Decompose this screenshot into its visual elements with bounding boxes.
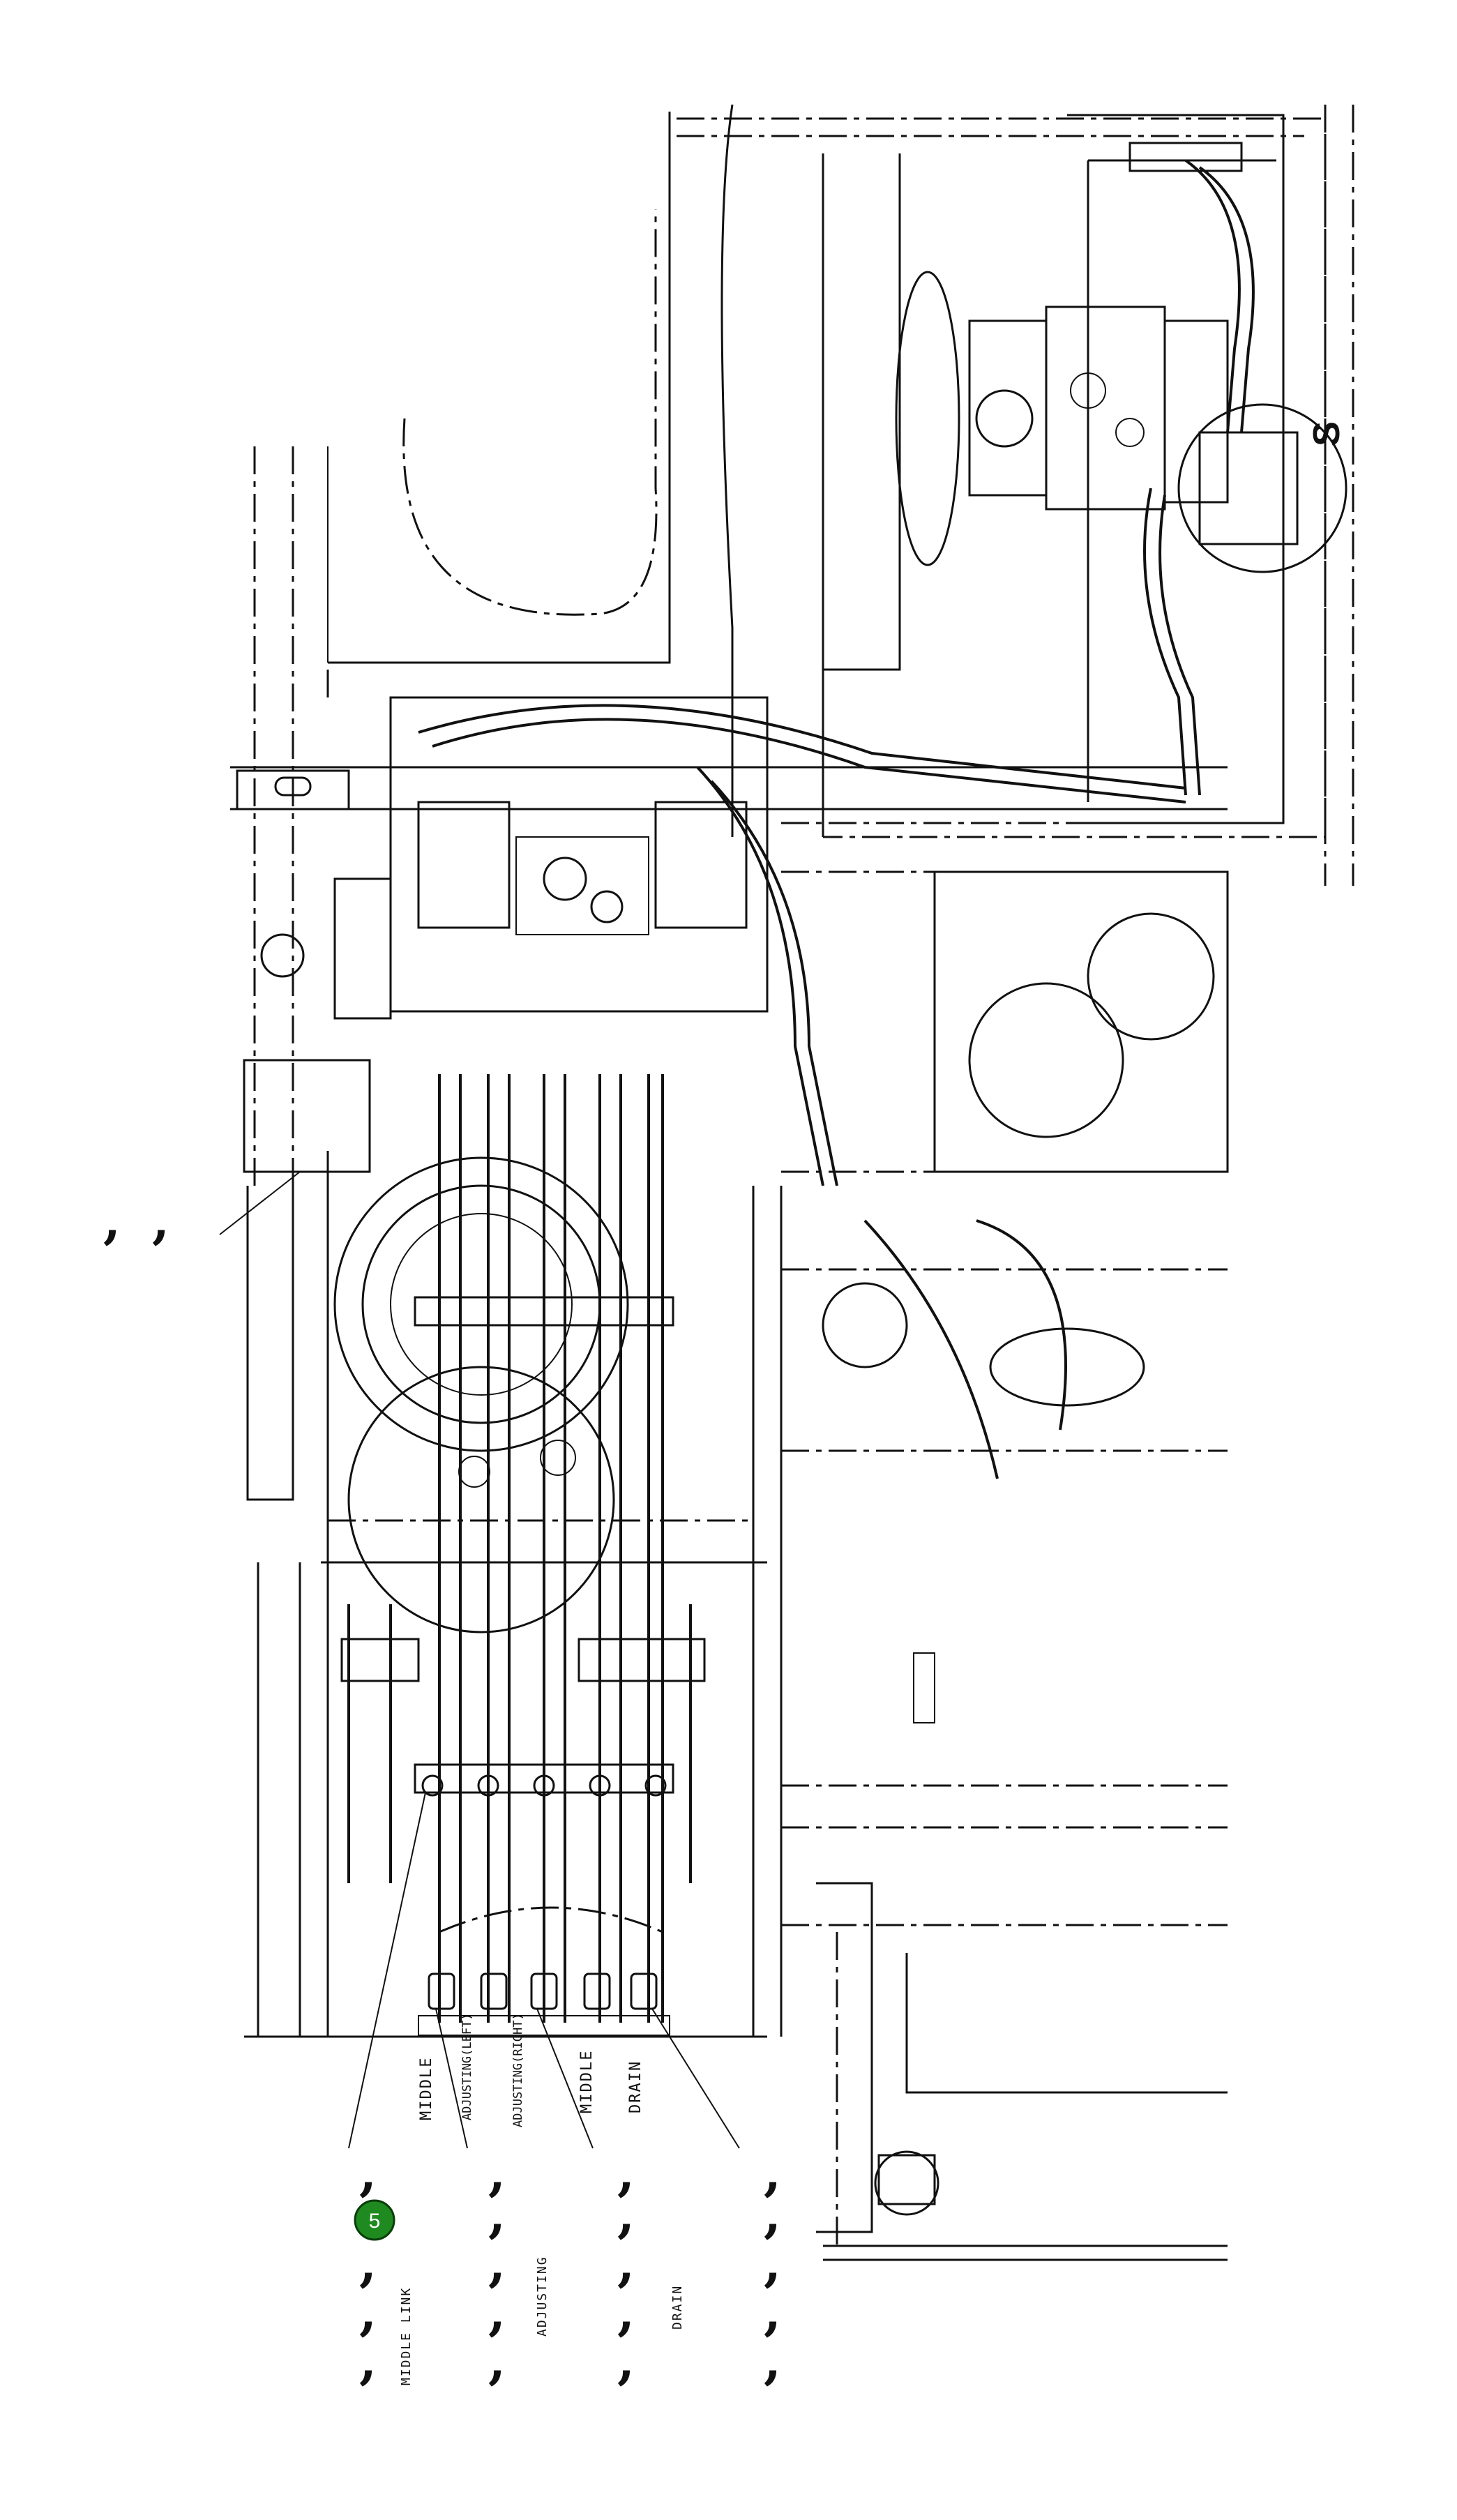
port-label-middle: MIDDLE [418, 2057, 435, 2120]
callout-comma: , [764, 2282, 781, 2341]
port-label-adjusting-left: ADJUSTING(LEFT) [460, 2013, 474, 2120]
port-label-drain: DRAIN [627, 2060, 644, 2113]
callout-comma: , [617, 2282, 635, 2341]
callout-comma: , [488, 2282, 506, 2341]
upper-contour [253, 112, 671, 1186]
callout-comma: , [617, 2331, 635, 2390]
callout-number: 5 [369, 2210, 381, 2233]
callout-comma: , [764, 2185, 781, 2244]
right-side-structures [781, 870, 1229, 2261]
callout-comma: , [359, 2233, 377, 2293]
leader-lines [219, 1171, 740, 2149]
crossbeams [230, 766, 1228, 873]
callout-comma: , [488, 2233, 506, 2293]
legend-adjusting: ADJUSTING [535, 2256, 550, 2337]
callout-comma: , [359, 2143, 377, 2202]
callout-comma: , [764, 2233, 781, 2293]
callout-comma: , [488, 2331, 506, 2390]
callout-comma: , [617, 2185, 635, 2244]
callout-comma: , [764, 2143, 781, 2202]
callout-comma: , [764, 2331, 781, 2390]
port-label-middle-2: MIDDLE [578, 2050, 596, 2113]
callout-comma: , [152, 1191, 169, 1250]
callout-comma: , [617, 2233, 635, 2293]
callout-comma: , [359, 2282, 377, 2341]
legend-drain: DRAIN [670, 2285, 685, 2330]
swing-bearing [333, 1156, 629, 1634]
hose-bundle [340, 1074, 706, 2023]
legend-middle-link: MIDDLE LINK [399, 2287, 414, 2385]
callout-comma: , [103, 1191, 121, 1250]
section-marker-s: S [1306, 421, 1347, 446]
control-valve-block [243, 696, 1186, 1186]
upper-valve-assembly [895, 142, 1347, 796]
left-frame [244, 1151, 783, 2038]
port-fittings [418, 1972, 670, 2036]
callout-commas: , , , , , , , , , , , , , , , , , , , , … [103, 1191, 781, 2390]
callout-badge[interactable]: 5 [354, 2199, 395, 2241]
callout-comma: , [359, 2331, 377, 2390]
callout-comma: , [617, 2143, 635, 2202]
port-label-adjusting-right: ADJUSTING(RIGHT) [511, 2013, 525, 2127]
callout-comma: , [488, 2143, 506, 2202]
callout-comma: , [488, 2185, 506, 2244]
